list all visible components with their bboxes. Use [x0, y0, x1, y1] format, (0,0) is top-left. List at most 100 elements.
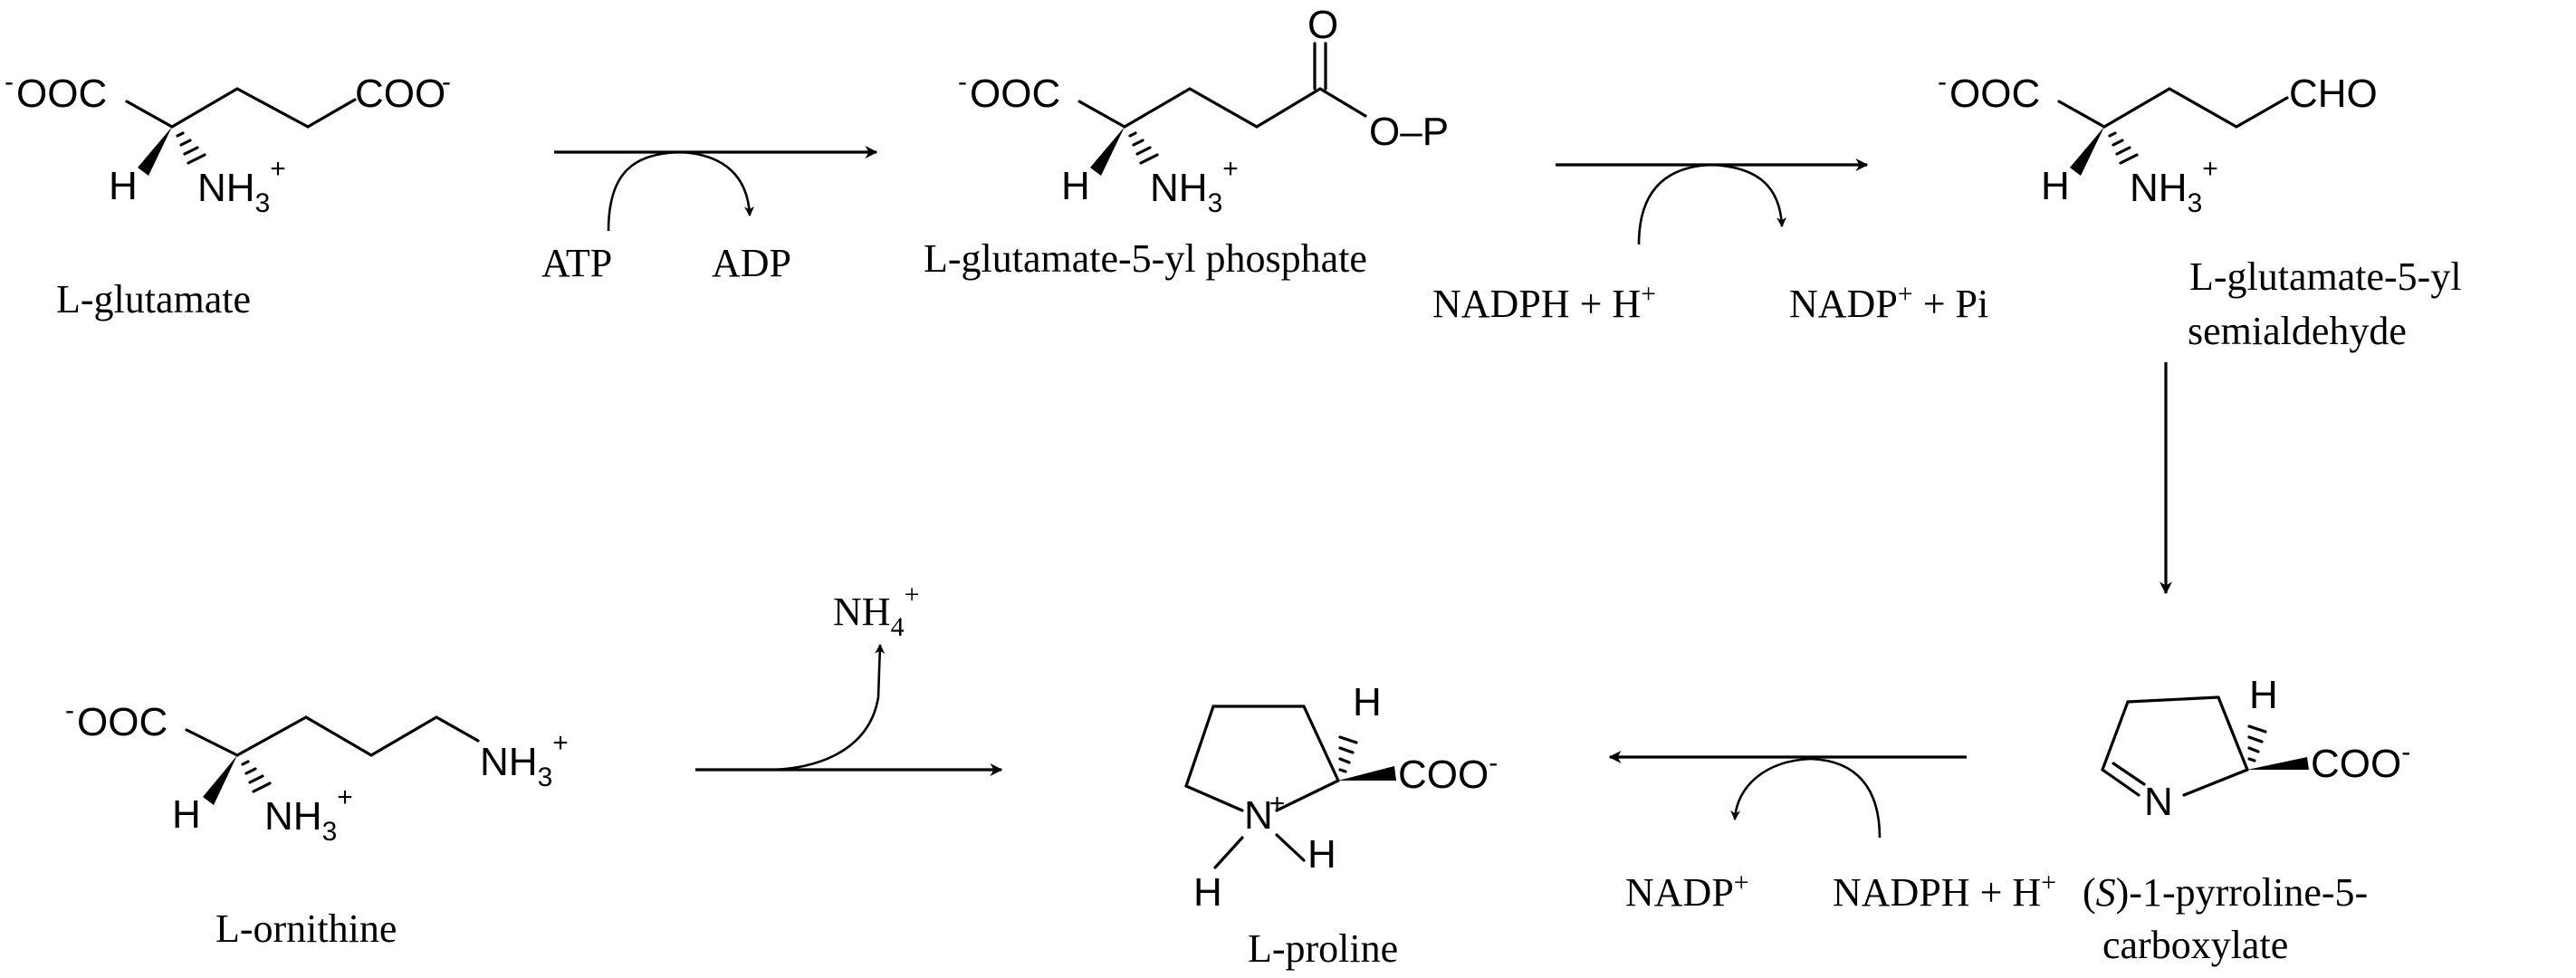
hydrogen-label: H — [172, 792, 201, 837]
bond — [2102, 87, 2171, 129]
imine-double-bond — [2101, 768, 2140, 797]
wedge-bond — [2247, 757, 2309, 770]
bond — [1213, 836, 1244, 869]
wedge-bond — [1090, 127, 1125, 176]
bond — [1302, 705, 1340, 782]
hashed-bond — [2108, 131, 2139, 165]
carboxylate-group: COO- — [2311, 737, 2410, 786]
bond — [170, 87, 239, 129]
bond — [369, 715, 438, 757]
hydrogen-label: H — [109, 164, 138, 208]
charge-minus: - — [1938, 67, 1947, 97]
carboxylate-group-left: OOC — [970, 72, 1060, 116]
ring-nitrogen: N — [2144, 780, 2173, 824]
compound-name-l-proline: L-proline — [1248, 926, 1398, 971]
hashed-bond — [241, 760, 272, 793]
aldehyde-group: CHO — [2289, 72, 2378, 116]
bond — [2235, 96, 2289, 129]
carbonyl-oxygen: O — [1307, 3, 1338, 47]
hydrogen-label: H — [1307, 832, 1336, 877]
carboxylate-group: COO- — [1398, 748, 1498, 797]
reaction-step-4: NADP+ NADPH + H+ — [1608, 751, 2056, 915]
wedge-bond — [203, 755, 237, 805]
bond — [1318, 87, 1367, 118]
cofactor-nadp: NADP+ — [1625, 868, 1749, 915]
imine-double-bond — [2112, 762, 2146, 786]
bond — [2182, 768, 2249, 797]
hashed-bond — [2247, 724, 2267, 762]
l-proline-structure: N+ H H COO- H — [1184, 680, 1498, 915]
bond — [2101, 700, 2130, 772]
wedge-bond — [138, 127, 172, 176]
reaction-step-5: NH4+ — [695, 580, 1003, 776]
carboxylate-group-left: OOC — [1949, 72, 2040, 116]
hydrogen-label: H — [1353, 680, 1382, 724]
hydrogen-label: H — [2249, 673, 2278, 717]
bond — [235, 87, 310, 129]
pyrroline-carboxylate-structure: N COO- H — [2101, 673, 2410, 824]
charge-minus: - — [958, 67, 967, 97]
glutamate-semialdehyde-structure: - OOC CHO H NH3+ — [1938, 67, 2378, 218]
bond — [235, 715, 308, 757]
wedge-bond — [1338, 766, 1396, 781]
hashed-bond — [176, 131, 206, 165]
bond — [185, 728, 239, 757]
compound-name-l-ornithine: L-ornithine — [215, 906, 397, 951]
bond — [304, 715, 373, 757]
ammonium-group: NH3+ — [264, 782, 353, 847]
hydrogen-label: H — [1061, 164, 1090, 208]
bond — [2057, 100, 2106, 129]
bond — [306, 98, 357, 129]
carboxylate-group-left: OOC — [77, 700, 168, 744]
compound-name-pyrroline-line2: carboxylate — [2102, 923, 2288, 967]
cofactor-curved-arrow — [607, 150, 755, 232]
bond — [2168, 87, 2238, 129]
l-ornithine-structure: - OOC NH3+ H NH3+ — [65, 695, 569, 847]
compound-name-pyrroline-line1: (S)-1-pyrroline-5- — [2083, 870, 2368, 915]
charge-minus: - — [65, 695, 74, 725]
cofactor-adp: ADP — [712, 241, 791, 285]
charge-minus: - — [5, 67, 14, 97]
bond — [125, 100, 174, 129]
ring-nitrogen: N+ — [1244, 789, 1285, 838]
compound-name-semialdehyde-line1: L-glutamate-5-yl — [2189, 254, 2462, 299]
bond — [1123, 87, 1192, 129]
hashed-bond — [1128, 131, 1159, 165]
bond — [1275, 833, 1306, 862]
hashed-bond — [1338, 735, 1358, 773]
cofactor-nadph: NADPH + H+ — [1432, 279, 1656, 326]
cofactor-curved-arrow — [1730, 757, 1882, 839]
compound-name-l-glutamate: L-glutamate — [56, 277, 251, 321]
cofactor-nadph: NADPH + H+ — [1833, 868, 2056, 915]
carboxylate-group-right: COO — [355, 72, 445, 116]
ammonium-group: NH3+ — [2130, 154, 2218, 218]
cofactor-nadp-pi: NADP+ + Pi — [1789, 279, 1988, 326]
bond — [1077, 100, 1126, 129]
ammonium-group: NH3+ — [197, 154, 286, 218]
byproduct-curved-arrow — [758, 643, 886, 772]
byproduct-ammonium: NH4+ — [833, 580, 919, 642]
terminal-ammonium-group: NH3+ — [480, 728, 569, 792]
glutamyl-phosphate-structure: - OOC O O–P H NH3+ — [958, 3, 1449, 218]
compound-name-glutamyl-phosphate: L-glutamate-5-yl phosphate — [924, 236, 1367, 281]
cofactor-curved-arrow — [1637, 163, 1787, 245]
bond — [1188, 87, 1259, 129]
bond — [1275, 779, 1340, 812]
reaction-step-2: NADPH + H+ NADP+ + Pi — [1432, 158, 1988, 326]
bond — [2126, 695, 2220, 704]
bond — [1184, 784, 1244, 812]
wedge-bond — [2070, 127, 2104, 176]
cofactor-atp: ATP — [541, 241, 612, 285]
bond — [2217, 695, 2249, 772]
ammonium-group: NH3+ — [1150, 154, 1239, 218]
charge-minus: - — [442, 67, 451, 97]
bond — [435, 715, 480, 743]
phosphate-ester-group: O–P — [1369, 110, 1449, 154]
carboxylate-group-left: OOC — [16, 72, 107, 116]
bond — [1255, 87, 1322, 129]
compound-name-semialdehyde-line2: semialdehyde — [2188, 309, 2407, 353]
hydrogen-label: H — [1193, 870, 1222, 915]
l-glutamate-structure: - OOC COO - H NH3+ — [5, 67, 451, 218]
reaction-step-1: ATP ADP — [541, 146, 878, 285]
